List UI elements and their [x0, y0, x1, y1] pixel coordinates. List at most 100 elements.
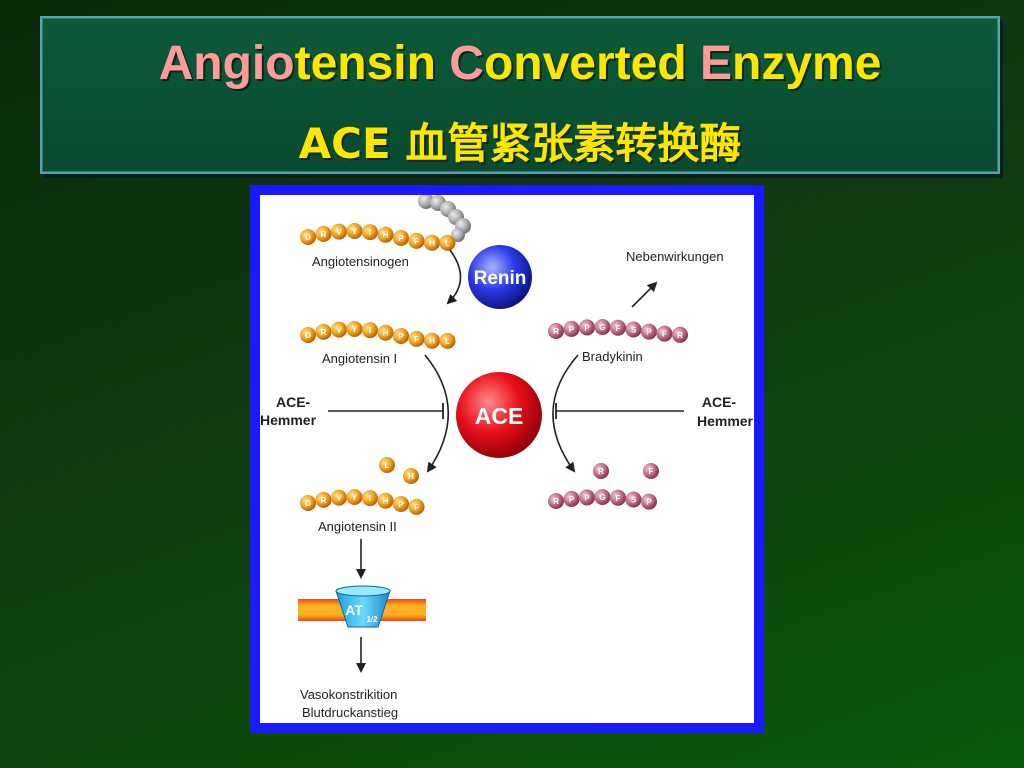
residue-bead: [393, 229, 409, 246]
svg-text:F: F: [649, 467, 654, 476]
residue-bead: [424, 234, 440, 251]
residue-letter: L: [445, 337, 450, 346]
ace-bradykinin-arrow: [552, 354, 579, 473]
residue-bead: [610, 319, 626, 336]
residue-letter: V: [336, 228, 342, 237]
residue-letter: F: [616, 324, 621, 333]
residue-letter: P: [398, 500, 404, 509]
residue-letter: Y: [352, 227, 358, 236]
residue-bead: [393, 327, 409, 344]
residue-letter: S: [631, 325, 637, 334]
nebenwirkungen-label: Nebenwirkungen: [626, 249, 724, 264]
residue-bead: [594, 319, 611, 336]
residue-bead: [315, 491, 332, 508]
residue-letter: F: [414, 503, 419, 512]
residue-letter: H: [429, 239, 435, 248]
residue-letter: I: [369, 228, 371, 237]
residue-letter: P: [569, 495, 575, 504]
residue-bead: [579, 319, 595, 336]
ace-enzyme: ACE: [456, 372, 542, 458]
cleaved-residue: H: [403, 468, 419, 484]
residue-letter: R: [321, 496, 327, 505]
slide-subtitle: ACE 血管紧张素转换酶: [298, 119, 742, 168]
residue-bead: [548, 323, 564, 339]
angiotensinogen-tail: [418, 193, 471, 242]
residue-bead: [377, 226, 394, 243]
residue-letter: R: [677, 331, 683, 340]
receptor-label: AT: [345, 602, 363, 618]
residue-bead: [656, 325, 673, 342]
residue-letter: P: [398, 332, 404, 341]
residue-letter: D: [305, 499, 311, 508]
ace-hemmer-right-label: ACE- Hemmer: [697, 394, 754, 429]
residue-letter: Y: [352, 493, 358, 502]
residue-bead: [346, 489, 363, 506]
residue-bead: [424, 332, 440, 349]
residue-bead: [362, 224, 378, 241]
residue-letter: G: [599, 493, 605, 502]
bradykinin-label: Bradykinin: [582, 349, 643, 364]
residue-letter: Y: [352, 325, 358, 334]
residue-bead: [362, 322, 378, 339]
residue-letter: R: [553, 327, 559, 336]
residue-letter: H: [383, 231, 389, 240]
residue-bead: [641, 493, 657, 510]
residue-letter: H: [383, 329, 389, 338]
residue-bead: [377, 324, 394, 341]
residue-bead: [641, 323, 657, 340]
residue-letter: I: [369, 326, 371, 335]
residue-bead: [439, 332, 456, 349]
residue-letter: R: [553, 497, 559, 506]
residue-bead: [393, 495, 409, 512]
ace-hemmer-left-inhibition: [328, 403, 444, 419]
renin-conversion-arrow: [446, 249, 462, 305]
cleaved-residue: L: [379, 457, 395, 473]
residue-bead: [408, 330, 425, 347]
residue-letter: P: [569, 325, 575, 334]
receptor-subscript: 1/2: [366, 615, 378, 624]
slide-title-part: C: [449, 37, 484, 90]
residue-letter: P: [646, 498, 652, 507]
slide-title: Angiotensin Converted Enzyme: [42, 36, 998, 91]
residue-letter: P: [646, 328, 652, 337]
residue-bead: [594, 489, 611, 506]
residue-bead: [300, 229, 316, 245]
residue-letter: I: [369, 494, 371, 503]
angiotensinogen-label: Angiotensinogen: [312, 254, 409, 269]
slide-title-part: E: [699, 37, 732, 90]
residue-letter: V: [336, 326, 342, 335]
residue-letter: F: [414, 335, 419, 344]
residue-bead: [331, 489, 347, 506]
residue-bead: [315, 323, 332, 340]
angiotensin2-label: Angiotensin II: [318, 519, 397, 534]
residue-letter: P: [584, 323, 590, 332]
effect-label: Vasokonstrikition Blutdruckanstieg: [300, 687, 401, 720]
slide-title-part: tensin: [294, 37, 450, 90]
residue-letter: R: [321, 328, 327, 337]
residue-letter: F: [414, 237, 419, 246]
angiotensin1-label: Angiotensin I: [322, 351, 397, 366]
residue-bead: [563, 490, 580, 507]
residue-letter: P: [584, 493, 590, 502]
residue-bead: [548, 493, 564, 509]
residue-letter: F: [616, 494, 621, 503]
at-receptor: AT 1/2: [335, 585, 391, 628]
ace-hemmer-right-inhibition: [555, 403, 684, 419]
ace-label: ACE: [475, 403, 524, 429]
residue-bead: [362, 490, 378, 507]
residue-bead: [439, 234, 456, 251]
residue-bead: [377, 492, 394, 509]
residue-bead: [579, 489, 595, 506]
residue-bead: [625, 321, 642, 338]
residue-bead: [300, 327, 316, 343]
residue-bead: [331, 223, 347, 240]
slide-title-part: Angio: [158, 37, 295, 90]
title-banner: Angiotensin Converted Enzyme ACE 血管紧张素转换…: [40, 16, 1000, 174]
residue-bead: [346, 223, 363, 240]
renin-label: Renin: [474, 268, 527, 289]
